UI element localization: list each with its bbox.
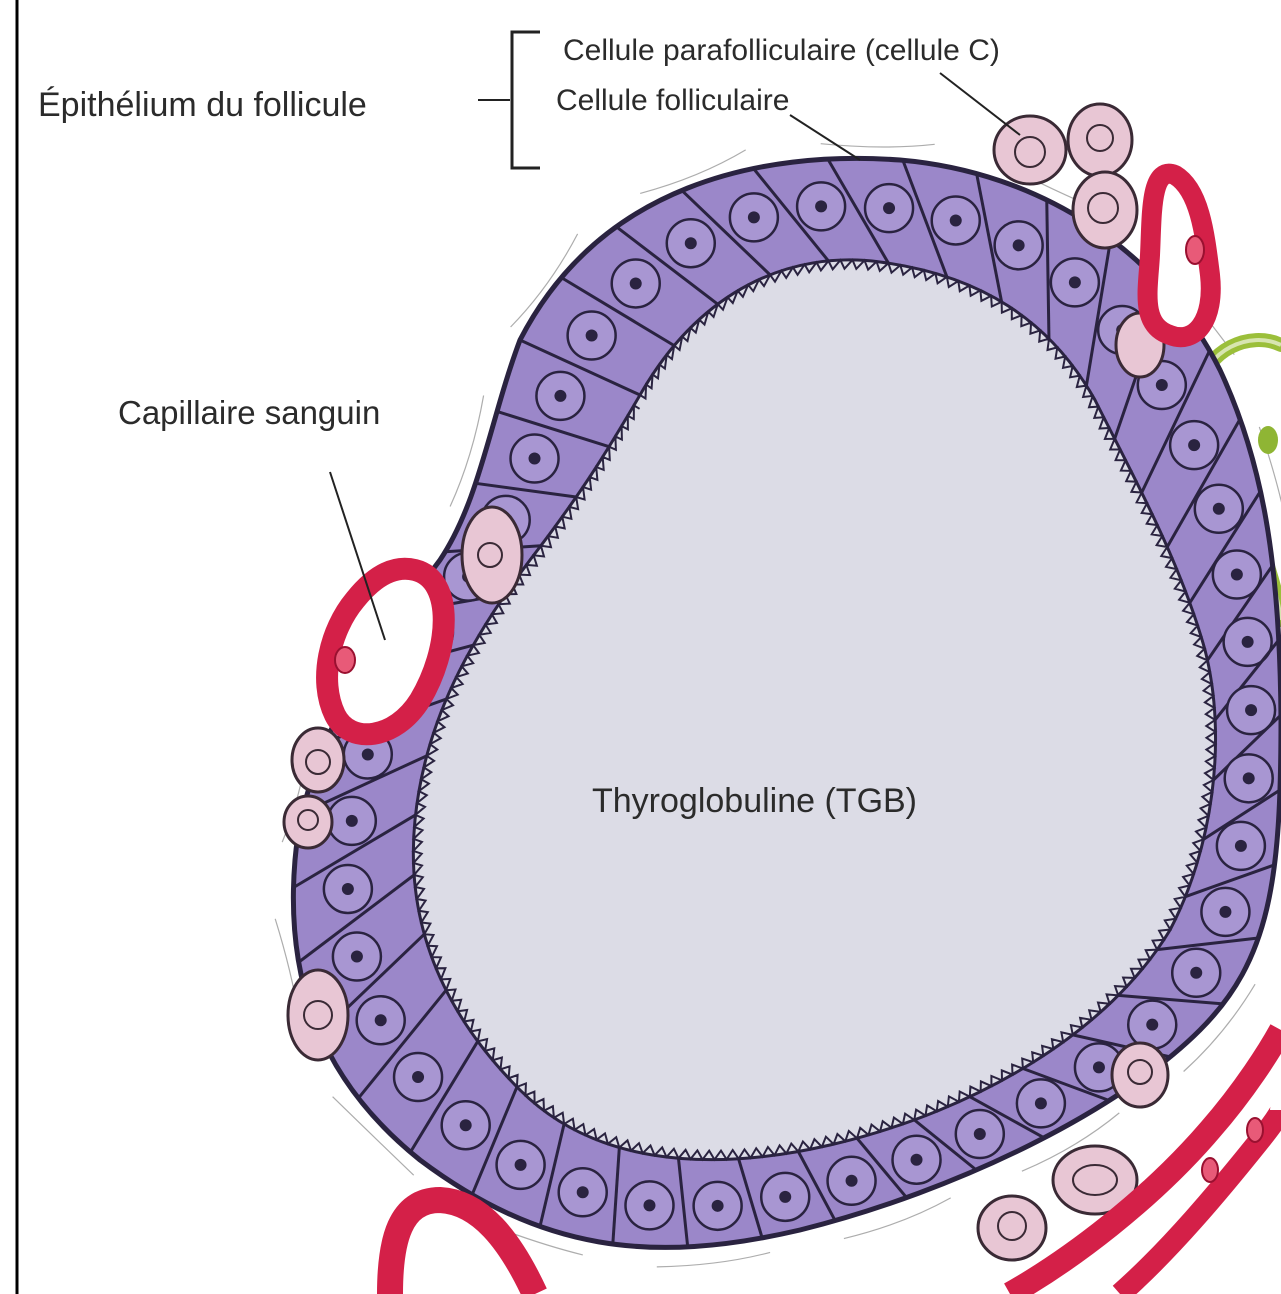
nucleolus xyxy=(779,1191,791,1203)
nucleolus xyxy=(1013,239,1025,251)
label-parafollicular-cell: Cellule parafolliculaire (cellule C) xyxy=(563,34,1000,67)
leader-follicular-cell xyxy=(790,115,860,160)
nucleolus xyxy=(346,815,358,827)
label-colloid: Thyroglobuline (TGB) xyxy=(592,782,917,820)
nucleolus xyxy=(1069,276,1081,288)
nucleolus xyxy=(748,211,760,223)
nucleolus xyxy=(515,1159,527,1171)
label-follicular-cell: Cellule folliculaire xyxy=(556,84,789,117)
nucleolus xyxy=(1035,1097,1047,1109)
nucleolus xyxy=(1243,772,1255,784)
nucleolus xyxy=(685,237,697,249)
label-epithelium: Épithélium du follicule xyxy=(38,86,367,124)
nucleolus xyxy=(630,277,642,289)
nucleolus xyxy=(1235,840,1247,852)
nucleolus xyxy=(1093,1061,1105,1073)
nucleolus xyxy=(643,1199,655,1211)
nucleolus xyxy=(712,1200,724,1212)
nucleolus xyxy=(846,1175,858,1187)
nucleolus xyxy=(974,1128,986,1140)
nucleolus xyxy=(815,200,827,212)
nucleolus xyxy=(1213,503,1225,515)
nucleolus xyxy=(351,951,363,963)
nucleolus xyxy=(883,202,895,214)
nucleolus xyxy=(342,883,354,895)
nucleolus xyxy=(1156,379,1168,391)
nucleolus xyxy=(1242,636,1254,648)
nucleolus xyxy=(586,329,598,341)
nucleolus xyxy=(1146,1019,1158,1031)
nucleolus xyxy=(375,1014,387,1026)
nucleolus xyxy=(950,214,962,226)
nucleolus xyxy=(577,1186,589,1198)
nucleolus xyxy=(362,749,374,761)
nucleolus xyxy=(554,390,566,402)
connective-fiber xyxy=(657,1252,770,1267)
label-capillary: Capillaire sanguin xyxy=(118,394,380,431)
nucleolus xyxy=(529,453,541,465)
nerve-varicosity xyxy=(1258,426,1278,454)
leader-parafollicular-cell xyxy=(940,73,1020,135)
nucleolus xyxy=(460,1119,472,1131)
nucleolus xyxy=(911,1154,923,1166)
nucleolus xyxy=(412,1071,424,1083)
nucleolus xyxy=(1190,967,1202,979)
nucleolus xyxy=(1231,569,1243,581)
nucleolus xyxy=(1219,906,1231,918)
nucleolus xyxy=(1245,704,1257,716)
nucleolus xyxy=(1188,439,1200,451)
epithelium-bracket xyxy=(512,32,540,168)
